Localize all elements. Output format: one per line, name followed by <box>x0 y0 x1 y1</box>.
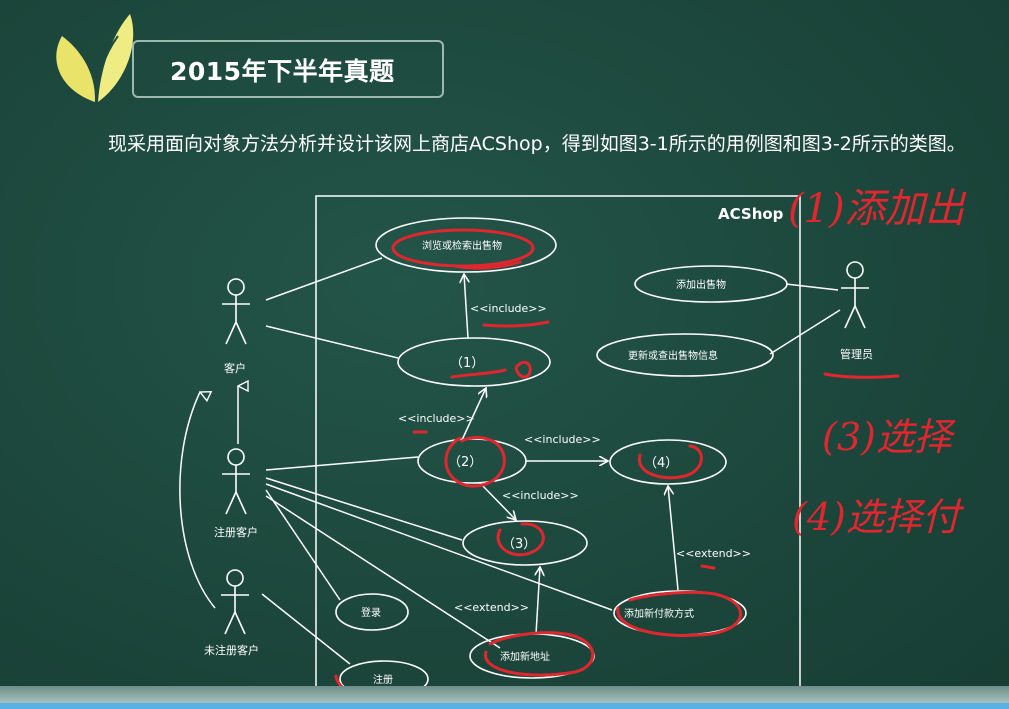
use-case-2-label: （2） <box>448 455 482 470</box>
use-case-4 <box>609 439 727 485</box>
use-case-browse-search <box>375 217 557 273</box>
include-uc1-to-browse <box>464 274 468 339</box>
include-uc2-to-uc1 <box>461 388 486 441</box>
actor-admin <box>841 261 869 329</box>
extend-payment-label: <<extend>> <box>676 547 751 560</box>
use-case-1-label: （1） <box>450 356 484 371</box>
use-case-add-item-label: 添加出售物 <box>676 278 726 291</box>
video-progress-edge <box>0 703 1009 709</box>
include-top-label: <<include>> <box>470 302 547 315</box>
page-title: 2015年下半年真题 <box>170 57 395 86</box>
use-case-1 <box>397 337 551 387</box>
use-case-update-item <box>596 333 774 377</box>
use-case-add-payment-label: 添加新付款方式 <box>624 607 694 620</box>
actor-registered-customer <box>222 448 250 515</box>
note-1: (1)添加出 <box>788 186 967 232</box>
include-uc2-to-uc3 <box>479 482 516 520</box>
actor-customer-label: 客户 <box>224 361 246 375</box>
use-case-update-item-label: 更新或查出售物信息 <box>628 349 718 362</box>
extend-payment-to-uc4 <box>668 486 679 591</box>
generalization-unregistered-to-customer <box>179 392 216 609</box>
system-name: ACShop <box>718 205 784 223</box>
use-case-browse-search-label: 浏览或检索出售物 <box>422 239 502 252</box>
actor-unregistered-customer-label: 未注册客户 <box>204 643 259 657</box>
association-lines <box>261 257 841 665</box>
use-case-3 <box>462 520 588 566</box>
use-case-add-address-label: 添加新地址 <box>500 650 550 663</box>
leaf-logo-icon <box>56 14 134 102</box>
handwritten-notes: (1)添加出 (3)选择 (4)选择付 <box>788 186 967 539</box>
pen-markings <box>334 228 900 700</box>
intro-paragraph: 现采用面向对象方法分析并设计该网上商店ACShop，得到如图3-1所示的用例图和… <box>108 133 966 155</box>
extend-address-label: <<extend>> <box>454 601 529 614</box>
note-3: (3)选择 <box>822 415 956 459</box>
note-4: (4)选择付 <box>792 495 965 539</box>
actor-registered-customer-label: 注册客户 <box>214 525 258 539</box>
actor-admin-label: 管理员 <box>840 347 873 361</box>
extend-address-to-uc3 <box>536 567 540 635</box>
use-case-3-label: （3） <box>502 537 536 552</box>
use-case-register-label: 注册 <box>373 673 393 686</box>
use-case-login-label: 登录 <box>361 606 381 619</box>
include-down-label: <<include>> <box>502 489 579 502</box>
use-case-4-label: （4） <box>644 456 678 471</box>
use-case-add-item <box>634 265 788 303</box>
actor-unregistered-customer <box>221 569 249 635</box>
use-case-login <box>335 593 409 631</box>
title-frame <box>132 40 444 98</box>
actor-customer <box>222 278 250 345</box>
include-right-label: <<include>> <box>524 433 601 446</box>
include-left-label: <<include>> <box>398 412 475 425</box>
